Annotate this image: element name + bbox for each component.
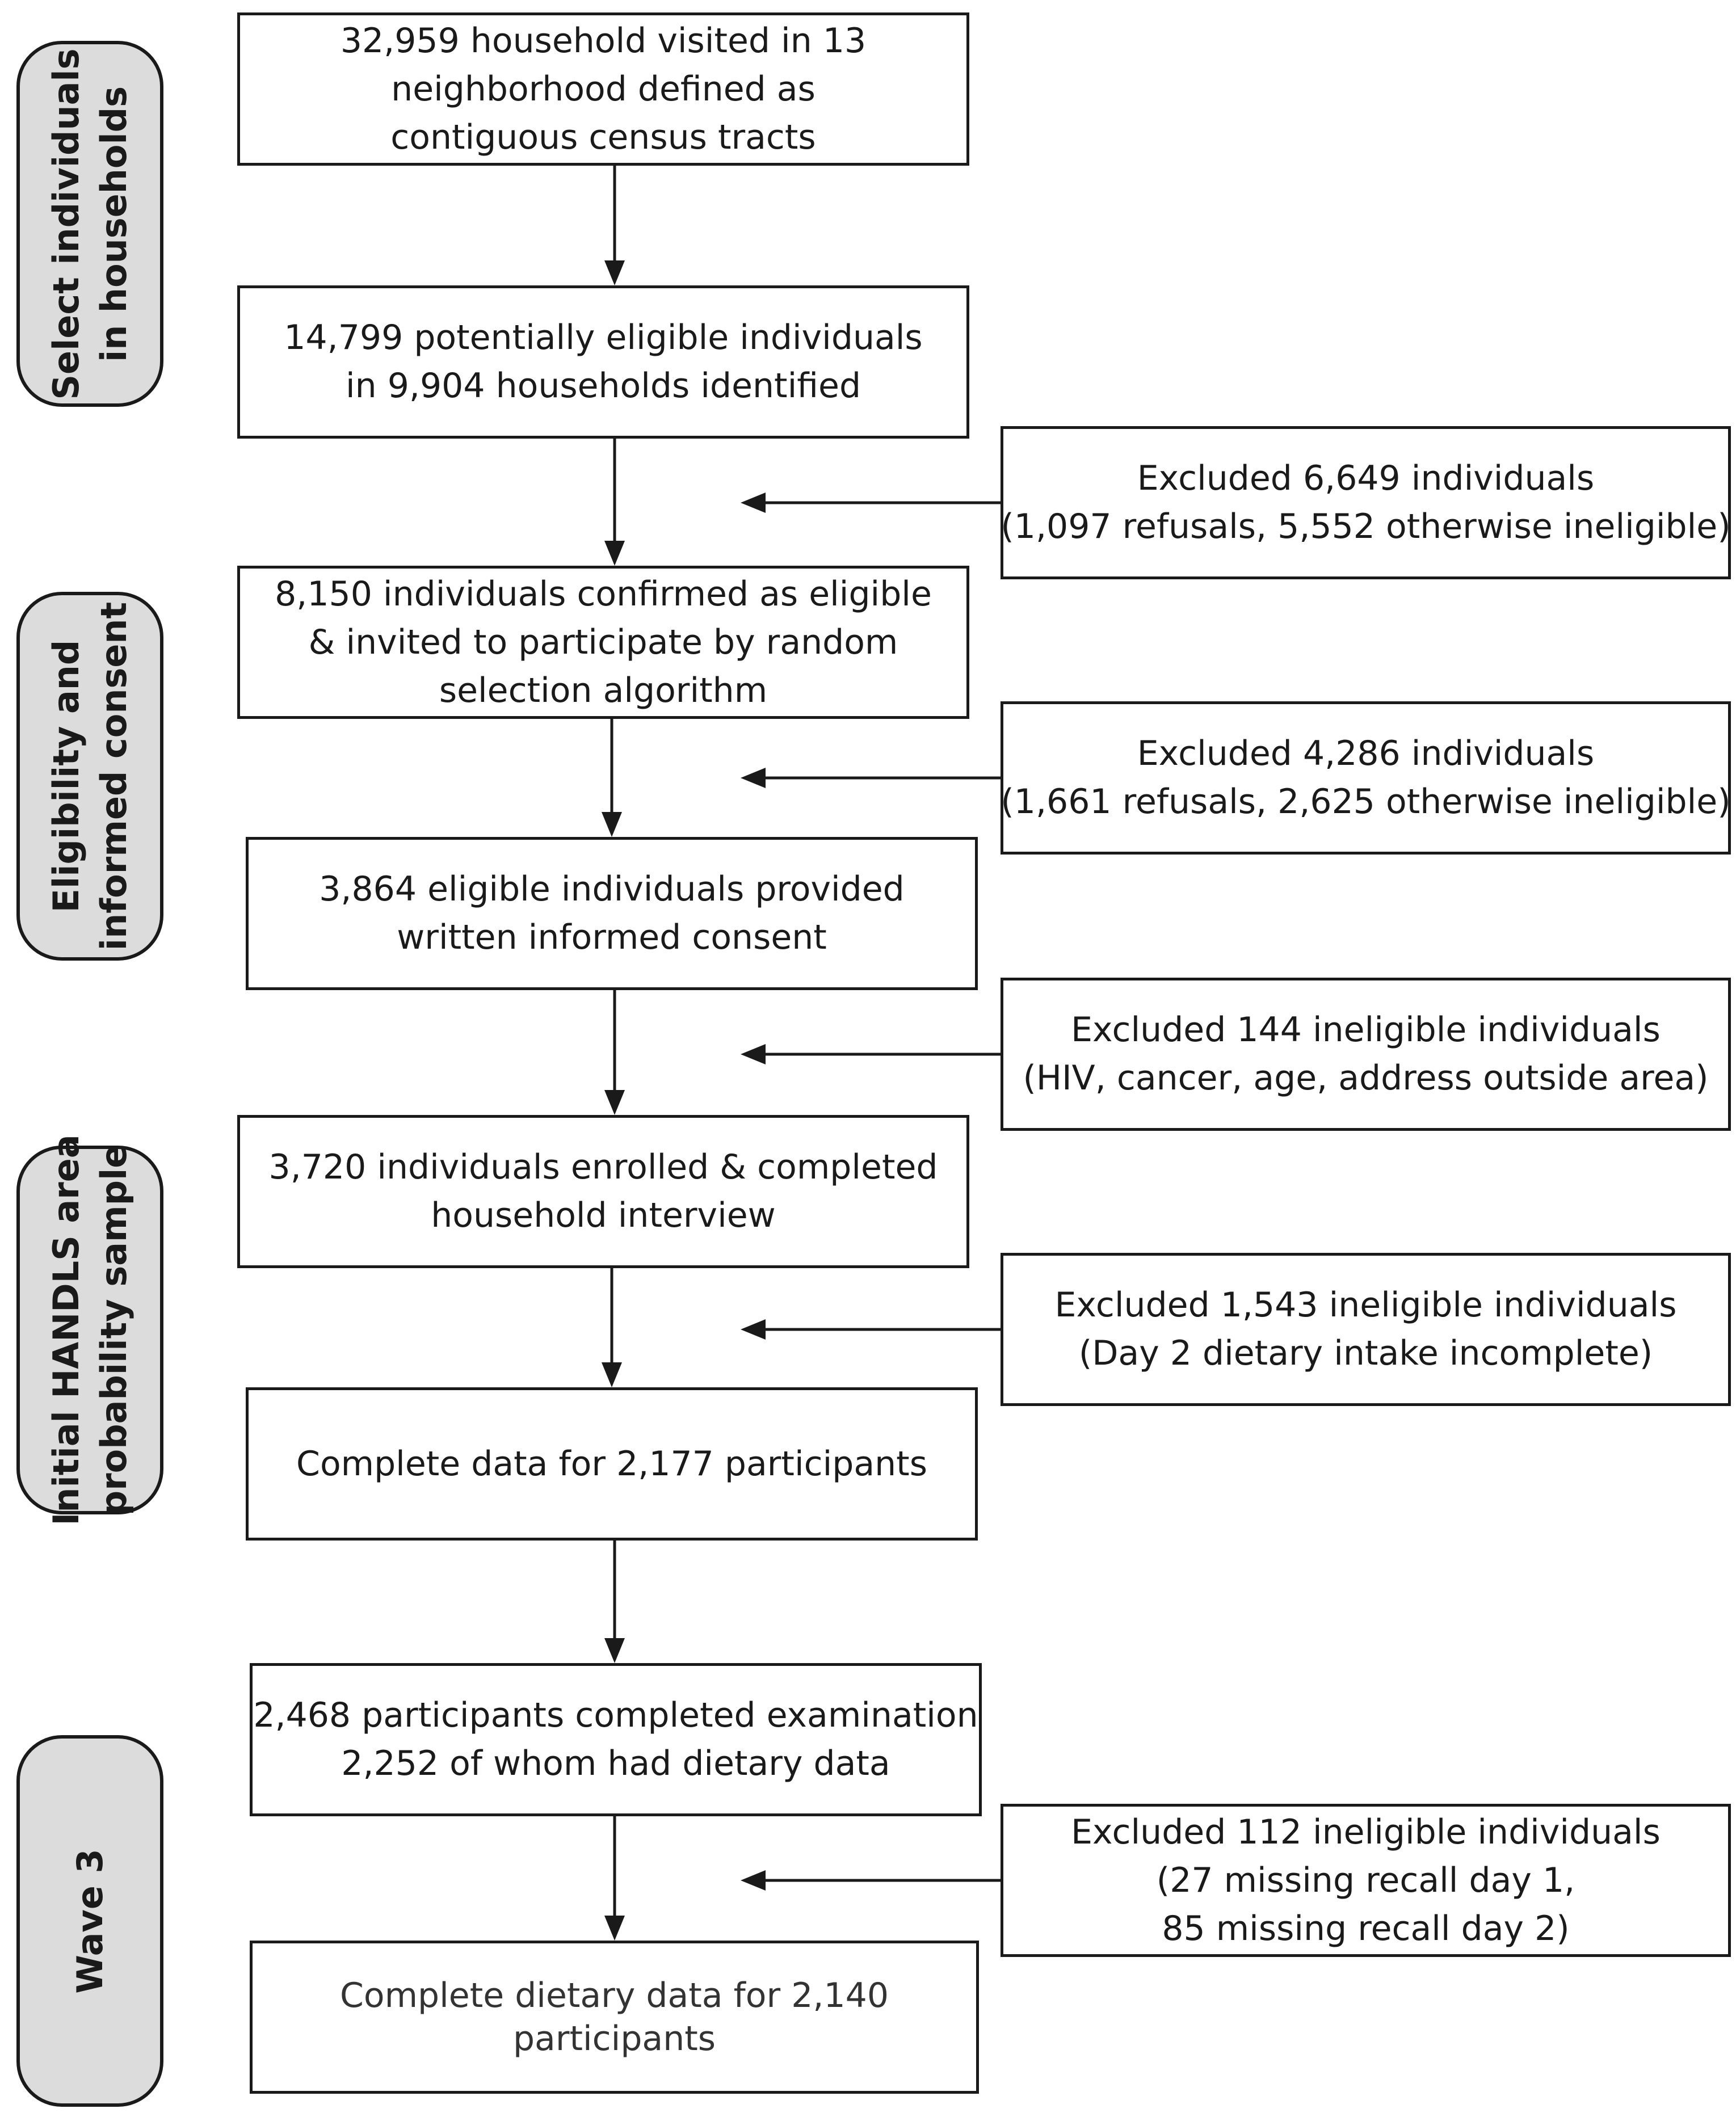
box-examination-line-1: 2,468 participants completed examination	[253, 1695, 978, 1735]
stage-initial-line-1: Initial HANDLS area	[45, 1134, 87, 1526]
box-excluded-6649: Excluded 6,649 individuals (1,097 refusa…	[1001, 426, 1731, 579]
stage-wave3: Wave 3	[16, 1735, 163, 2107]
box-excluded-4286: Excluded 4,286 individuals (1,661 refusa…	[1001, 701, 1731, 855]
box-households-visited: 32,959 household visited in 13 neighborh…	[237, 12, 969, 166]
box-informed-consent-line-2: written informed consent	[397, 917, 827, 957]
box-excluded-144-line-1: Excluded 144 ineligible individuals	[1071, 1010, 1661, 1050]
arrow-down-1-head	[604, 260, 625, 285]
box-confirmed-eligible-line-1: 8,150 individuals confirmed as eligible	[275, 574, 932, 614]
box-excluded-4286-line-1: Excluded 4,286 individuals	[1137, 734, 1595, 773]
box-households-visited-line-1: 32,959 household visited in 13	[340, 20, 867, 61]
box-excluded-112-line-2: (27 missing recall day 1,	[1156, 1860, 1575, 1900]
box-complete-data-line-1: Complete data for 2,177 participants	[296, 1443, 927, 1484]
box-excluded-112-line-1: Excluded 112 ineligible individuals	[1071, 1812, 1661, 1852]
stage-eligibility-line-2: informed consent	[93, 601, 134, 951]
box-households-visited-line-2: neighborhood defined as	[391, 69, 816, 109]
stage-eligibility: Eligibility and informed consent	[16, 592, 163, 961]
stage-eligibility-label: Eligibility and informed consent	[43, 602, 138, 950]
arrow-down-2-head	[604, 541, 625, 566]
box-enrolled: 3,720 individuals enrolled & completed h…	[237, 1115, 969, 1268]
stage-initial-label: Initial HANDLS area probability sample	[43, 1134, 138, 1525]
box-excluded-144: Excluded 144 ineligible individuals (HIV…	[1001, 978, 1731, 1131]
stage-wave3-line-1: Wave 3	[69, 1848, 111, 1994]
box-excluded-4286-line-2: (1,661 refusals, 2,625 otherwise ineligi…	[1001, 782, 1731, 822]
arrow-exclusion-4-head	[741, 1319, 766, 1340]
box-complete-dietary-line-2: participants	[512, 2019, 716, 2059]
box-examination: 2,468 participants completed examination…	[250, 1663, 982, 1816]
arrow-down-6-head	[604, 1638, 625, 1663]
arrow-exclusion-5-head	[741, 1870, 766, 1891]
box-enrolled-line-2: household interview	[431, 1196, 776, 1235]
box-excluded-1543-line-2: (Day 2 dietary intake incomplete)	[1078, 1333, 1653, 1373]
stage-select-line-2: in households	[93, 86, 134, 362]
box-potentially-eligible-line-2: in 9,904 households identified	[345, 366, 861, 406]
arrow-down-5-head	[602, 1362, 622, 1387]
box-confirmed-eligible: 8,150 individuals confirmed as eligible …	[237, 566, 969, 719]
arrow-down-4-head	[604, 1090, 625, 1115]
box-complete-dietary: Complete dietary data for 2,140 particip…	[250, 1941, 979, 2094]
arrow-exclusion-3-head	[741, 1044, 766, 1064]
arrow-down-3-head	[602, 812, 622, 837]
box-excluded-112: Excluded 112 ineligible individuals (27 …	[1001, 1804, 1731, 1957]
box-informed-consent: 3,864 eligible individuals provided writ…	[246, 837, 978, 990]
box-complete-dietary-line-1: Complete dietary data for 2,140	[339, 1976, 889, 2015]
arrow-exclusion-1-head	[741, 493, 766, 513]
stage-initial-line-2: probability sample	[93, 1144, 134, 1516]
stage-select-line-1: Select individuals	[45, 48, 87, 400]
box-examination-line-2: 2,252 of whom had dietary data	[341, 1744, 890, 1783]
box-excluded-112-line-3: 85 missing recall day 2)	[1162, 1908, 1570, 1948]
box-households-visited-line-3: contiguous census tracts	[390, 117, 816, 157]
box-enrolled-line-1: 3,720 individuals enrolled & completed	[268, 1147, 938, 1187]
arrow-exclusion-2-head	[741, 768, 766, 788]
stage-initial: Initial HANDLS area probability sample	[16, 1134, 163, 1526]
box-informed-consent-line-1: 3,864 eligible individuals provided	[319, 869, 905, 909]
stage-eligibility-line-1: Eligibility and	[45, 639, 87, 913]
stage-wave3-label: Wave 3	[66, 1849, 114, 1993]
stage-select-label: Select individuals in households	[43, 48, 138, 399]
arrow-down-7-head	[604, 1916, 625, 1941]
box-excluded-144-line-2: (HIV, cancer, age, address outside area)	[1023, 1058, 1709, 1098]
box-excluded-1543: Excluded 1,543 ineligible individuals (D…	[1001, 1253, 1731, 1406]
box-excluded-1543-line-1: Excluded 1,543 ineligible individuals	[1054, 1285, 1677, 1325]
box-complete-data: Complete data for 2,177 participants	[246, 1387, 978, 1541]
box-excluded-6649-line-1: Excluded 6,649 individuals	[1137, 458, 1595, 498]
box-potentially-eligible-line-1: 14,799 potentially eligible individuals	[284, 318, 923, 357]
box-excluded-6649-line-2: (1,097 refusals, 5,552 otherwise ineligi…	[1001, 507, 1731, 546]
box-confirmed-eligible-line-2: & invited to participate by random	[308, 622, 898, 662]
box-potentially-eligible: 14,799 potentially eligible individuals …	[237, 285, 969, 439]
stage-select: Select individuals in households	[16, 41, 163, 407]
box-confirmed-eligible-line-3: selection algorithm	[439, 670, 768, 710]
